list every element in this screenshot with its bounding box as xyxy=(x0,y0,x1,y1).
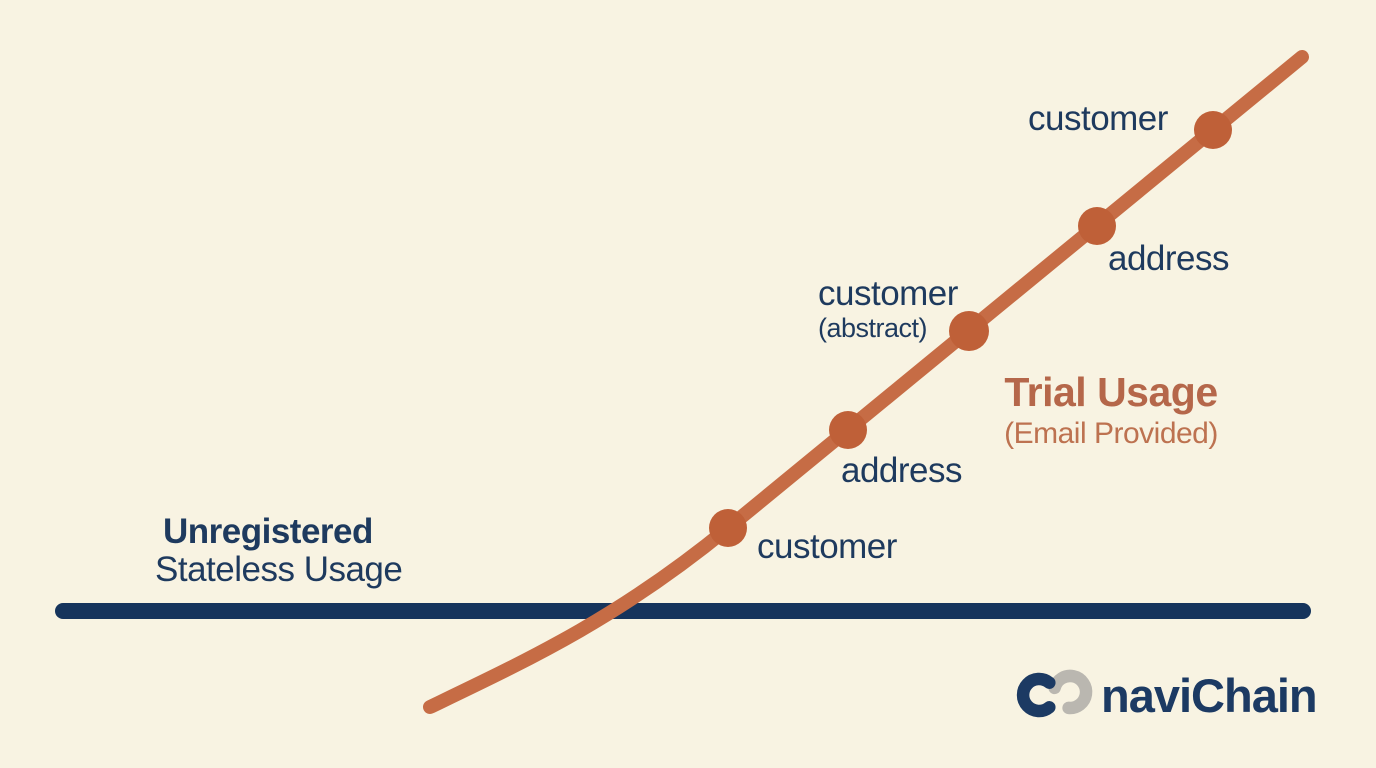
node-label-address-2: address xyxy=(1108,239,1230,278)
logo-link-gray xyxy=(1048,669,1093,715)
growth-curve xyxy=(423,50,1309,714)
curve-node-dot-customer-abstract xyxy=(949,311,989,351)
curve-node-dot-customer-1 xyxy=(709,509,747,547)
stage-trial-title: Trial Usage xyxy=(1004,369,1218,415)
stage-unregistered-title: Unregistered xyxy=(163,512,373,551)
curve-node-dot-address-1 xyxy=(829,411,867,449)
stage-trial: Trial Usage (Email Provided) xyxy=(985,369,1237,451)
stage-trial-subtitle: (Email Provided) xyxy=(1004,417,1218,450)
node-label-customer-1: customer xyxy=(757,527,897,566)
curve-node-dot-customer-2 xyxy=(1194,111,1232,149)
node-label-customer-abstract-main: customer xyxy=(818,274,958,313)
curve-node-dot-address-2 xyxy=(1078,207,1116,245)
logo-wordmark: naviChain xyxy=(1101,669,1318,722)
logo-chain-icon xyxy=(1016,669,1093,718)
logo-link-navy xyxy=(1016,672,1056,718)
node-label-customer-abstract: customer (abstract) xyxy=(818,275,958,343)
node-label-address-1: address xyxy=(841,451,963,490)
node-label-customer-2: customer xyxy=(1028,99,1168,138)
stage-unregistered-subtitle: Stateless Usage xyxy=(155,550,403,589)
node-label-customer-abstract-sub: (abstract) xyxy=(818,312,928,343)
